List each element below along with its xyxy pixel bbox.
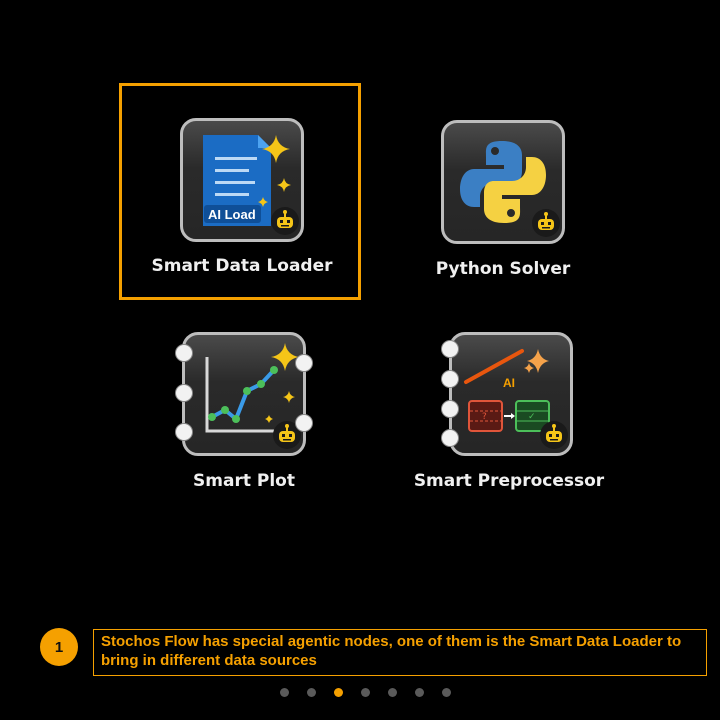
preprocessor-icon: AI ? ✓ bbox=[464, 349, 550, 432]
page-dot-2[interactable] bbox=[307, 688, 316, 697]
python-solver-label: Python Solver bbox=[435, 259, 571, 279]
smart-plot-label: Smart Plot bbox=[193, 471, 295, 491]
smart-preprocessor-tile[interactable]: AI ? ✓ bbox=[449, 332, 573, 456]
input-port[interactable] bbox=[175, 344, 193, 362]
robot-icon bbox=[532, 209, 560, 237]
output-port[interactable] bbox=[295, 354, 313, 372]
page-dot-1[interactable] bbox=[280, 688, 289, 697]
python-logo-icon bbox=[460, 141, 546, 223]
svg-text:?: ? bbox=[482, 412, 487, 422]
python-solver-tile[interactable] bbox=[441, 120, 565, 244]
page-dot-6[interactable] bbox=[415, 688, 424, 697]
svg-text:AI: AI bbox=[503, 376, 515, 390]
input-port[interactable] bbox=[441, 429, 459, 447]
svg-text:✓: ✓ bbox=[528, 412, 536, 422]
smart-preprocessor-label: Smart Preprocessor bbox=[413, 471, 605, 491]
input-port[interactable] bbox=[175, 384, 193, 402]
input-port[interactable] bbox=[441, 340, 459, 358]
robot-icon bbox=[540, 421, 568, 449]
page-dot-4[interactable] bbox=[361, 688, 370, 697]
output-port[interactable] bbox=[295, 414, 313, 432]
robot-icon bbox=[271, 207, 299, 235]
input-port[interactable] bbox=[441, 400, 459, 418]
page-dot-7[interactable] bbox=[442, 688, 451, 697]
robot-icon bbox=[273, 421, 301, 449]
line-chart-icon bbox=[205, 343, 299, 433]
page-dot-3-active[interactable] bbox=[334, 688, 343, 697]
smart-data-loader-tile[interactable]: AI Load bbox=[180, 118, 304, 242]
input-port[interactable] bbox=[441, 370, 459, 388]
page-dot-5[interactable] bbox=[388, 688, 397, 697]
selection-highlight bbox=[119, 83, 361, 300]
svg-text:AI Load: AI Load bbox=[208, 207, 256, 222]
step-badge: 1 bbox=[40, 628, 78, 666]
smart-data-loader-label: Smart Data Loader bbox=[151, 256, 333, 276]
input-port[interactable] bbox=[175, 423, 193, 441]
callout-text: Stochos Flow has special agentic nodes, … bbox=[93, 629, 707, 676]
document-ai-load-icon: AI Load bbox=[203, 135, 291, 226]
pagination-dots bbox=[280, 688, 451, 697]
smart-plot-tile[interactable] bbox=[182, 332, 306, 456]
